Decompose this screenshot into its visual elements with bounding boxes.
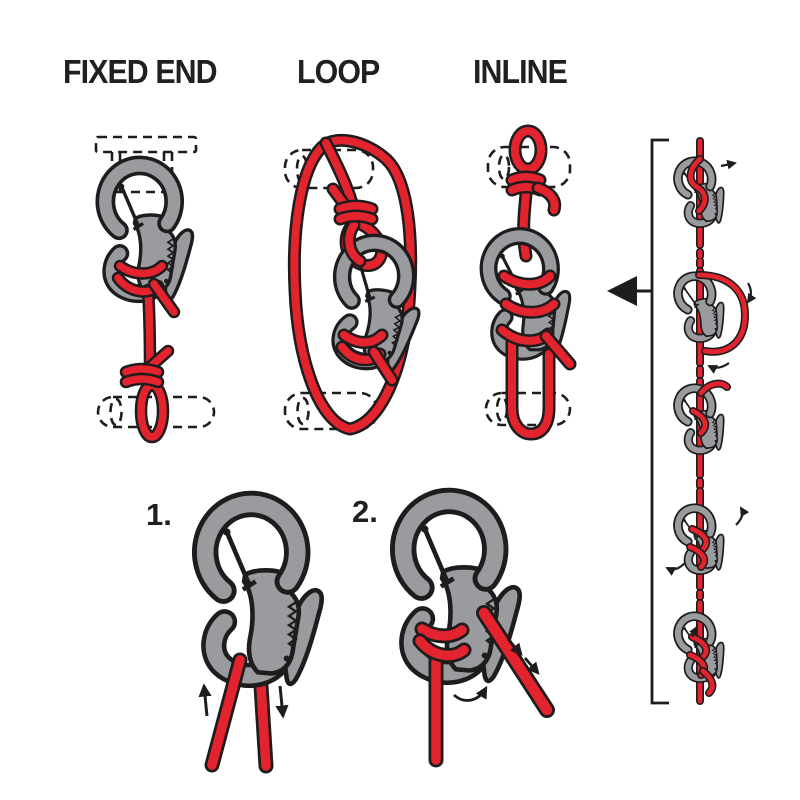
- rope: [111, 259, 181, 444]
- inline-sequence-step-4: [665, 487, 750, 591]
- rope-knot-and-wraps: [326, 182, 399, 387]
- fixed-end-diagram: [94, 135, 216, 444]
- inline-sequence-panel: [607, 137, 757, 705]
- rope-wraps-and-tail-loop: [495, 269, 577, 441]
- inline-sequence-step-2: [675, 271, 757, 374]
- inline-sequence-step-1: [675, 137, 737, 249]
- step1-motion-arrows: [198, 683, 289, 719]
- loop-diagram: [283, 133, 440, 436]
- rope: [412, 605, 555, 768]
- title-loop: LOOP: [297, 53, 380, 90]
- inline-sequence-step-5: [675, 599, 730, 705]
- pole-dashed-outline-bottom: [484, 391, 572, 427]
- inline-sequence-step-3: [675, 377, 730, 479]
- bracket: [639, 138, 669, 705]
- pole-dashed-outline-bottom: [283, 391, 379, 431]
- tensioner-device: [205, 504, 322, 684]
- step-1-diagram: [150, 470, 390, 774]
- step-1-number: 1.: [146, 497, 172, 532]
- rope-top-knot: [505, 124, 562, 263]
- step-2-number: 2.: [352, 494, 378, 529]
- pole-dashed-outline-top: [486, 145, 572, 189]
- stake-dashed-outline: [96, 395, 216, 429]
- title-fixed-end: FIXED END: [63, 53, 218, 90]
- inline-diagram: [460, 124, 610, 441]
- title-inline: INLINE: [473, 53, 568, 90]
- step-2-diagram: [350, 465, 555, 768]
- sequence-pointer-left-arrow-icon: [607, 276, 652, 306]
- step2-motion-arrows: [453, 638, 540, 702]
